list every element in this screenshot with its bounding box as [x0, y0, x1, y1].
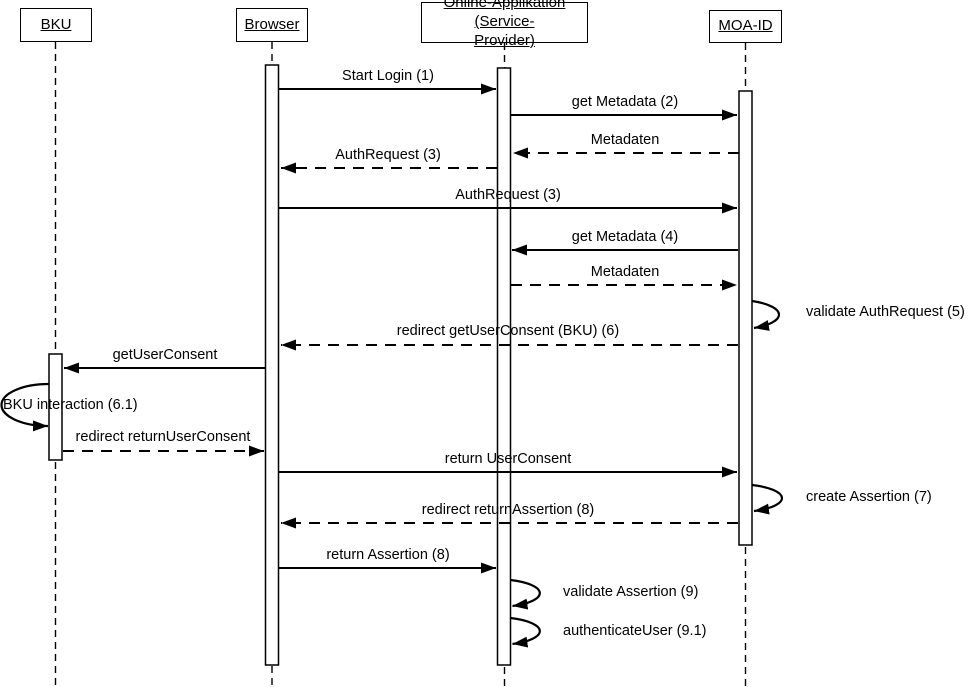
message-label-create-assertion: create Assertion (7): [806, 488, 932, 505]
activation-bars: [48, 64, 753, 666]
message-label-redirect-getuserconsent: redirect getUserConsent (BKU) (6): [396, 322, 620, 339]
message-label-redirect-returnuserconsent: redirect returnUserConsent: [75, 428, 251, 445]
loop-authenticateuser: [510, 616, 541, 648]
actor-online-applikation-label-line2: Provider): [474, 31, 535, 49]
actor-browser-label: Browser: [244, 15, 300, 33]
loop-validate-authrequest: [751, 299, 781, 331]
message-label-getuserconsent: getUserConsent: [112, 346, 218, 363]
activation-online-applikation: [496, 67, 512, 666]
loop-validate-assertion: [510, 578, 541, 610]
message-label-start-login: Start Login (1): [342, 67, 434, 84]
message-label-get-metadata-4: get Metadata (4): [571, 228, 679, 245]
activation-bku: [48, 353, 63, 461]
message-label-authrequest-forward: AuthRequest (3): [455, 186, 561, 203]
message-label-metadaten-2: Metadaten: [590, 263, 660, 280]
loop-create-assertion: [751, 483, 784, 515]
message-label-authrequest-return: AuthRequest (3): [335, 146, 441, 163]
dashed-arrows: [63, 147, 739, 529]
message-label-bku-interaction: BKU interaction (6.1): [3, 396, 138, 413]
solid-arrows: [64, 83, 738, 574]
message-label-return-userconsent: return UserConsent: [444, 450, 572, 467]
message-label-validate-assertion: validate Assertion (9): [563, 583, 699, 600]
message-label-validate-authrequest: validate AuthRequest (5): [806, 303, 965, 320]
message-label-return-assertion: return Assertion (8): [326, 546, 450, 563]
actor-moa-id: MOA-ID: [709, 10, 782, 43]
loop-bku-interaction: [0, 382, 50, 432]
message-label-get-metadata-2: get Metadata (2): [571, 93, 679, 110]
message-label-redirect-returnassertion: redirect returnAssertion (8): [421, 501, 595, 518]
actor-bku: BKU: [20, 8, 92, 42]
message-label-metadaten-1: Metadaten: [590, 131, 660, 148]
actor-bku-label: BKU: [40, 15, 72, 33]
activation-moa-id: [738, 90, 753, 546]
actor-online-applikation-label-line1: Online-Applikation (Service-: [443, 0, 566, 31]
activation-browser: [264, 64, 280, 666]
message-label-authenticateuser: authenticateUser (9.1): [563, 622, 707, 639]
actor-online-applikation: Online-Applikation (Service- Provider): [421, 0, 588, 49]
actor-browser: Browser: [236, 8, 308, 42]
actor-moa-id-label: MOA-ID: [718, 17, 773, 35]
self-loops: [0, 299, 784, 648]
